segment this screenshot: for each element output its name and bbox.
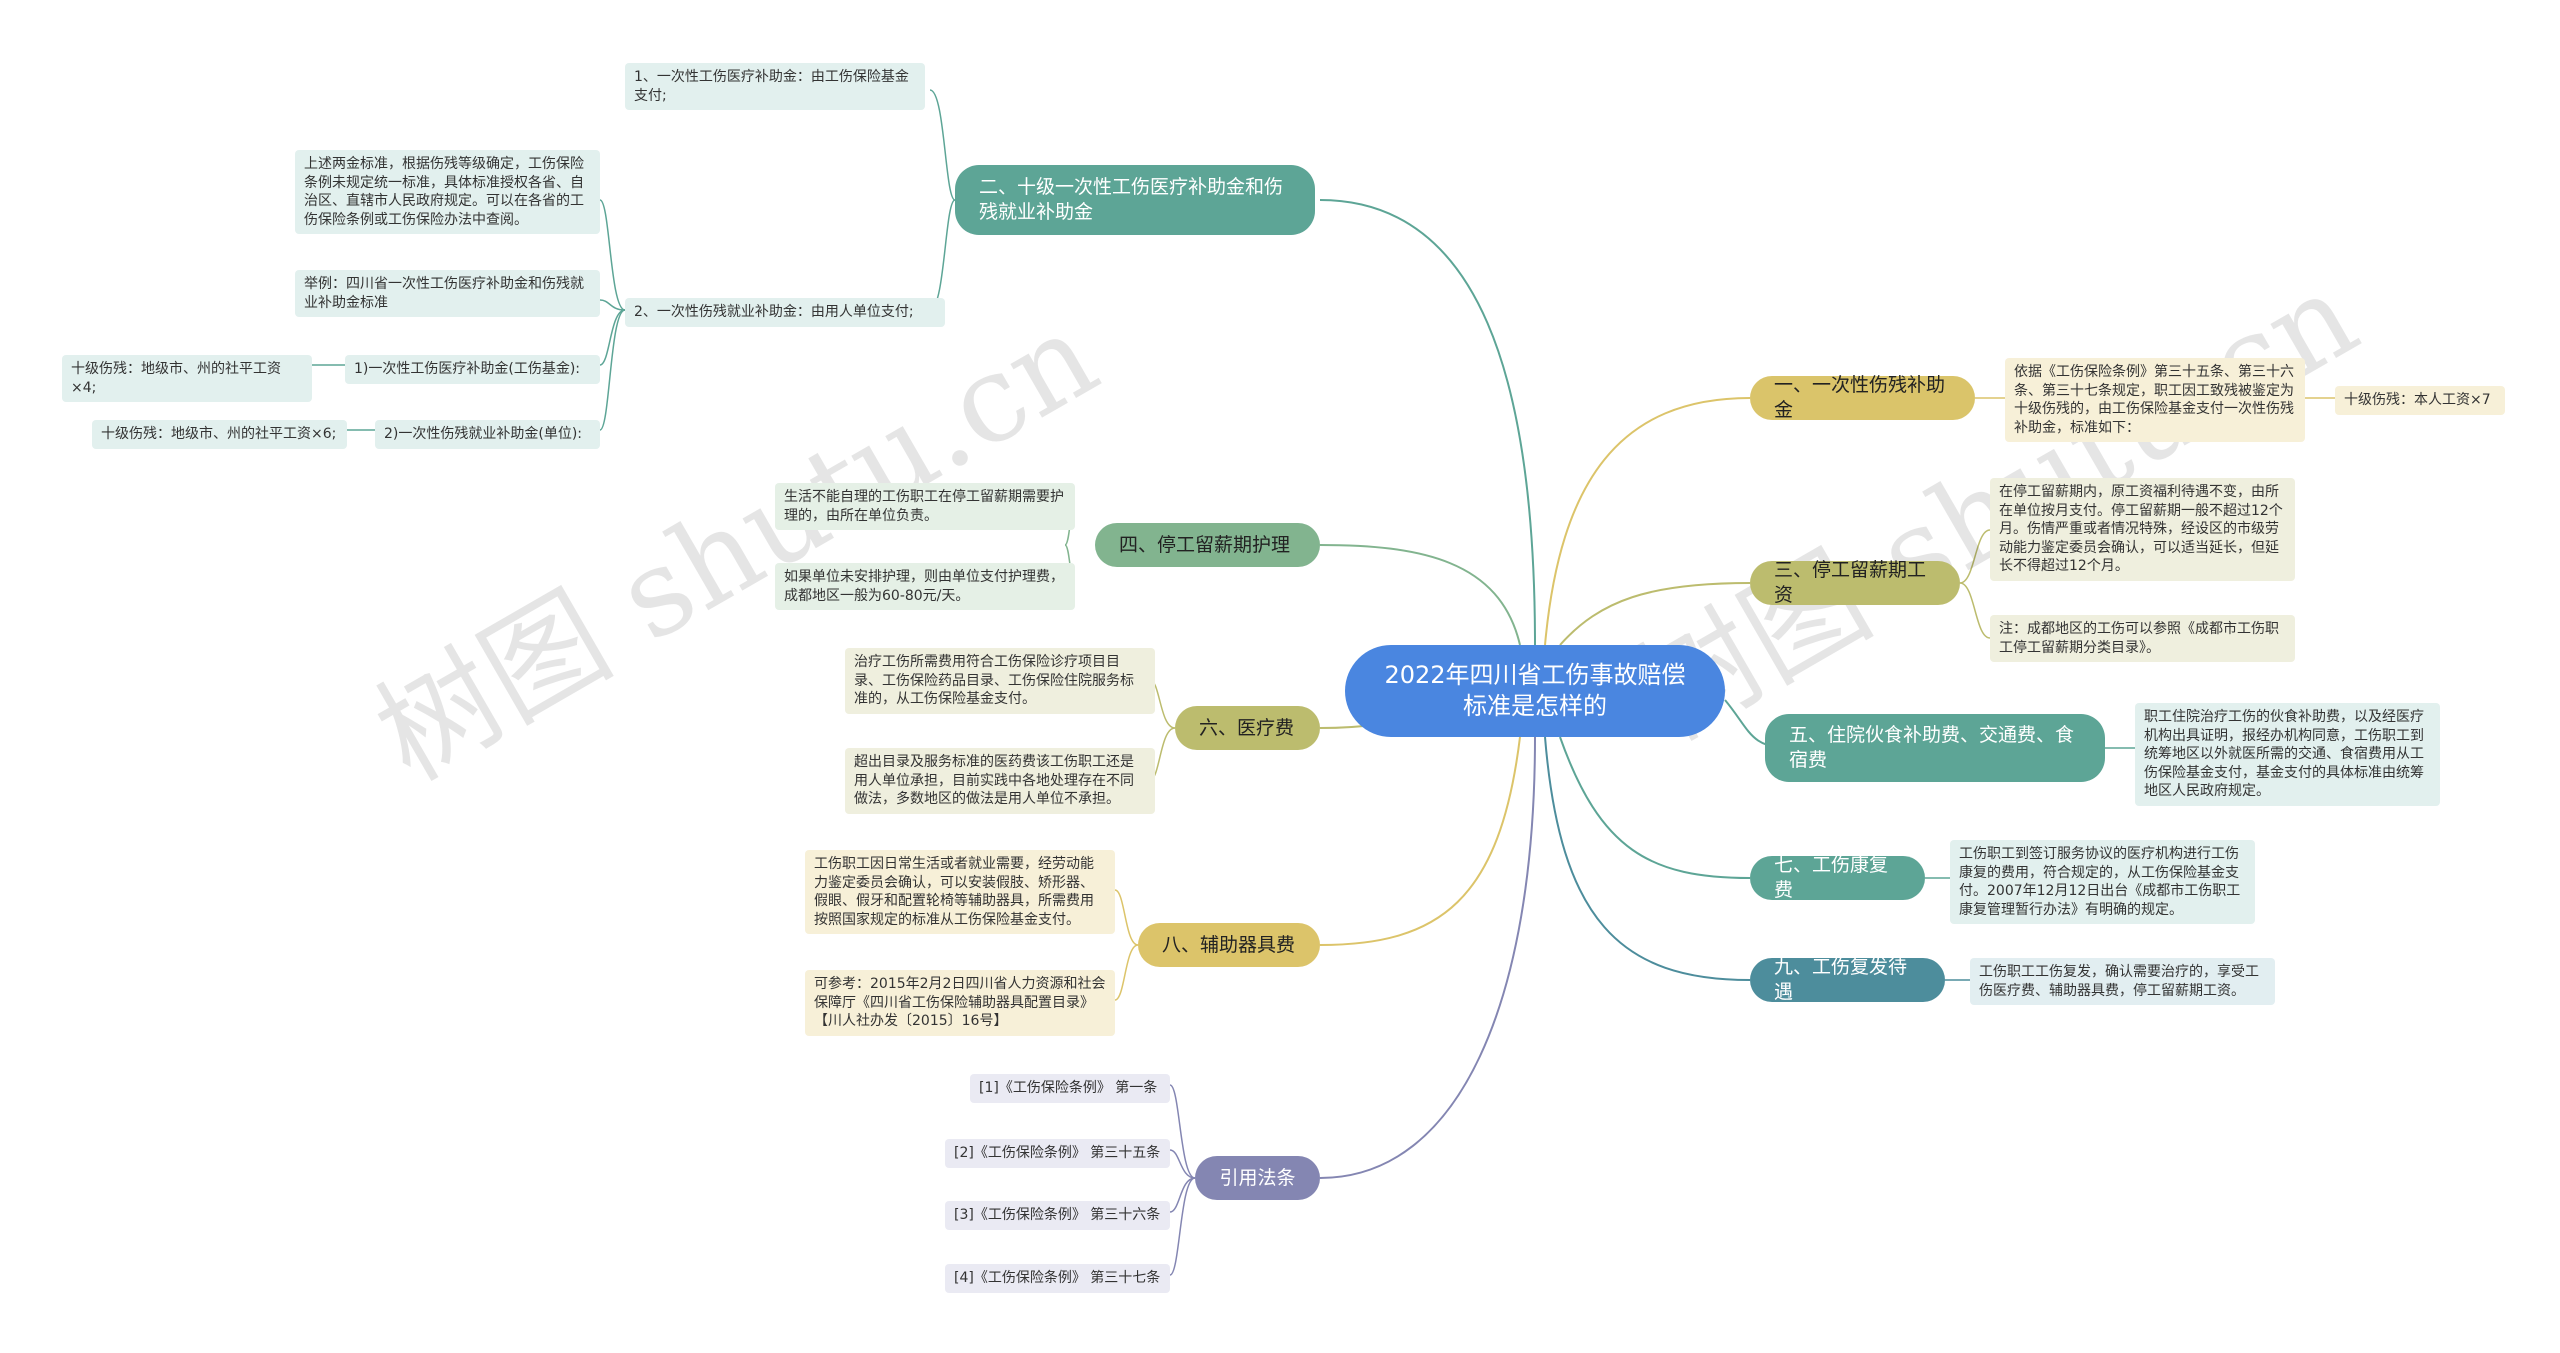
branch-rehabilitation[interactable]: 七、工伤康复费 <box>1750 854 1925 901</box>
leaf-nursing-2[interactable]: 如果单位未安排护理，则由单位支付护理费，成都地区一般为60-80元/天。 <box>775 563 1075 610</box>
leaf-disability-basis[interactable]: 依据《工伤保险条例》第三十五条、第三十六条、第三十七条规定，职工因工致残被鉴定为… <box>2005 358 2305 442</box>
leaf-meal-transport[interactable]: 职工住院治疗工伤的伙食补助费，以及经医疗机构出具证明，报经办机构同意，工伤职工到… <box>2135 703 2440 806</box>
leaf-medical-1[interactable]: 治疗工伤所需费用符合工伤保险诊疗项目目录、工伤保险药品目录、工伤保险住院服务标准… <box>845 648 1155 714</box>
leaf-nursing-1[interactable]: 生活不能自理的工伤职工在停工留薪期需要护理的，由所在单位负责。 <box>775 483 1075 530</box>
branch-suspension-wage[interactable]: 三、停工留薪期工资 <box>1750 559 1960 606</box>
branch-meal-transport[interactable]: 五、住院伙食补助费、交通费、食宿费 <box>1765 714 2105 782</box>
reference-item[interactable]: [1]《工伤保险条例》 第一条 <box>970 1074 1170 1103</box>
branch-nursing[interactable]: 四、停工留薪期护理 <box>1095 523 1320 567</box>
leaf-rehabilitation[interactable]: 工伤职工到签订服务协议的医疗机构进行工伤康复的费用，符合规定的，从工伤保险基金支… <box>1950 840 2255 924</box>
leaf-employment-subsidy[interactable]: 2、一次性伤残就业补助金：由用人单位支付; <box>625 298 945 327</box>
reference-item[interactable]: [3]《工伤保险条例》 第三十六条 <box>945 1201 1170 1230</box>
branch-recurrence[interactable]: 九、工伤复发待遇 <box>1750 956 1945 1003</box>
branch-assistive-device[interactable]: 八、辅助器具费 <box>1138 923 1320 967</box>
leaf-medical-2[interactable]: 超出目录及服务标准的医药费该工伤职工还是用人单位承担，目前实践中各地处理存在不同… <box>845 748 1155 814</box>
leaf-suspension-1[interactable]: 在停工留薪期内，原工资福利待遇不变，由所在单位按月支付。停工留薪期一般不超过12… <box>1990 478 2295 581</box>
leaf-medical-subsidy[interactable]: 1、一次性工伤医疗补助金：由工伤保险基金支付; <box>625 63 925 110</box>
root-topic[interactable]: 2022年四川省工伤事故赔偿标准是怎样的 <box>1345 645 1725 737</box>
leaf-disability-value[interactable]: 十级伤残：本人工资×7 <box>2335 386 2505 415</box>
reference-item[interactable]: [4]《工伤保险条例》 第三十七条 <box>945 1264 1170 1293</box>
leaf-recurrence[interactable]: 工伤职工工伤复发，确认需要治疗的，享受工伤医疗费、辅助器具费，停工留薪期工资。 <box>1970 958 2275 1005</box>
leaf-medical-fund-value[interactable]: 十级伤残：地级市、州的社平工资×4; <box>62 355 312 402</box>
leaf-device-2[interactable]: 可参考：2015年2月2日四川省人力资源和社会保障厅《四川省工伤保险辅助器具配置… <box>805 970 1115 1036</box>
leaf-employment-unit-value[interactable]: 十级伤残：地级市、州的社平工资×6; <box>92 420 347 449</box>
leaf-employment-unit[interactable]: 2)一次性伤残就业补助金(单位): <box>375 420 600 449</box>
leaf-standard-note[interactable]: 上述两金标准，根据伤残等级确定，工伤保险条例未规定统一标准，具体标准授权各省、自… <box>295 150 600 234</box>
branch-references[interactable]: 引用法条 <box>1195 1156 1320 1200</box>
leaf-suspension-2[interactable]: 注：成都地区的工伤可以参照《成都市工伤职工停工留薪期分类目录》。 <box>1990 615 2295 662</box>
branch-medical-fee[interactable]: 六、医疗费 <box>1175 706 1320 750</box>
leaf-device-1[interactable]: 工伤职工因日常生活或者就业需要，经劳动能力鉴定委员会确认，可以安装假肢、矫形器、… <box>805 850 1115 934</box>
reference-item[interactable]: [2]《工伤保险条例》 第三十五条 <box>945 1139 1170 1168</box>
leaf-medical-fund[interactable]: 1)一次性工伤医疗补助金(工伤基金): <box>345 355 600 384</box>
branch-disability-subsidy[interactable]: 一、一次性伤残补助金 <box>1750 374 1975 421</box>
leaf-sichuan-example[interactable]: 举例：四川省一次性工伤医疗补助金和伤残就业补助金标准 <box>295 270 600 317</box>
branch-ten-level-subsidy[interactable]: 二、十级一次性工伤医疗补助金和伤残就业补助金 <box>955 165 1315 235</box>
